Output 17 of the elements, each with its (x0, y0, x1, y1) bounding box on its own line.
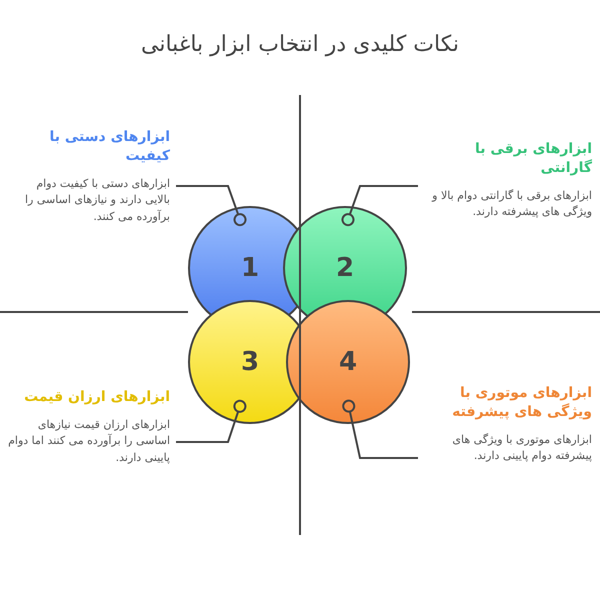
item-heading: ابزارهای ارزان قیمت (23, 388, 170, 407)
leader-line (176, 185, 246, 226)
item-description: ابزارهای ارزان قیمت نیازهای اساسی را برآورده می کنند اما دوام پایینی دارند. (8, 416, 170, 466)
diagram-title: نکات کلیدی در انتخاب ابزار باغبانی (140, 32, 460, 57)
leader-line (176, 400, 246, 443)
circle-number: 3 (240, 347, 260, 377)
circle-number: 2 (336, 253, 354, 283)
item-description: ابزارهای برقی با گارانتی دوام بالا و ویژگی های پیشرفته دارند. (430, 188, 592, 220)
leader-line (342, 400, 418, 459)
item-description: ابزارهای دستی با کیفیت دوام بالایی دارند و نیازهای اساسی را برآورده می کنند. (24, 176, 170, 225)
leader-line (342, 185, 418, 226)
circle-number: 4 (338, 347, 358, 377)
item-description: ابزارهای موتوری با ویژگی های پیشرفته دوام پایینی دارند. (451, 432, 592, 464)
item-heading: ابزارهای برقی با گارانتی (474, 140, 592, 178)
item-heading: ابزارهای موتوری با ویژگی های پیشرفته (451, 384, 592, 422)
item-heading: ابزارهای دستی با کیفیت (48, 128, 170, 166)
circle-number: 1 (240, 253, 260, 283)
